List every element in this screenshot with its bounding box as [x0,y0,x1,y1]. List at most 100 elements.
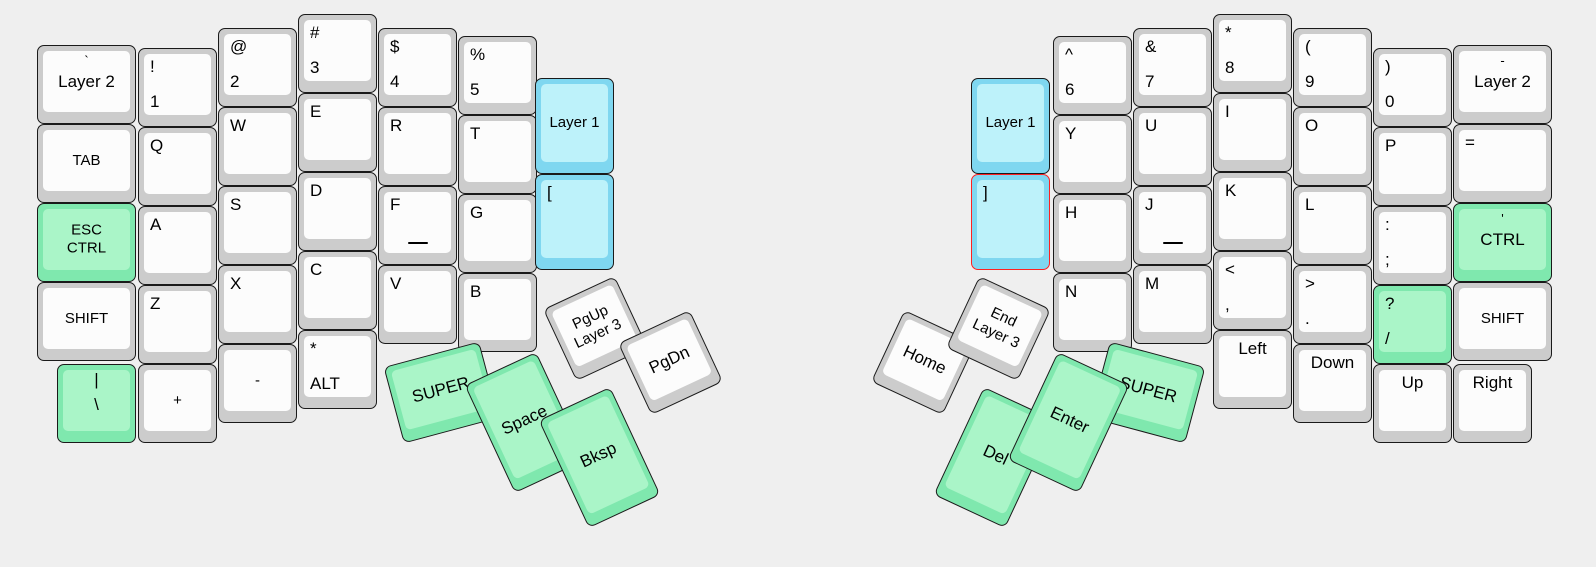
key-legend-primary: 7 [1145,72,1155,92]
key-legend-secondary: < [1225,260,1235,279]
key-legend-primary: C [310,260,323,279]
key-r-c5-r4[interactable]: M [1133,265,1212,344]
key-legend-primary: L [1305,195,1315,214]
key-r-c5-r2[interactable]: U [1133,107,1212,186]
key-r-c1-r2[interactable]: = [1453,124,1552,203]
key-r-c4-r3[interactable]: K [1213,172,1292,251]
key-r-c3-r3[interactable]: L [1293,186,1372,265]
key-legend-primary: ; [1385,250,1390,270]
key-l-c4-r4[interactable]: C [298,251,377,330]
key-l-c6-r3[interactable]: G [458,194,537,273]
key-r-c4-r4[interactable]: <, [1213,251,1292,330]
key-legend-primary: D [310,181,323,200]
keycap-l-c3-r2: W [224,113,291,174]
keycap-r-t-enter: Enter [1018,359,1122,480]
keycap-r-c1-r4: SHIFT [1459,288,1546,349]
keycap-l-c2-r4: Z [144,291,211,352]
key-l-c6-r1[interactable]: %5 [458,36,537,115]
homing-bar-icon [1162,242,1183,244]
keycap-r-c3-r4: >. [1299,271,1366,332]
key-r-c1-r1[interactable]: -Layer 2 [1453,45,1552,124]
key-l-c4-r1[interactable]: #3 [298,14,377,93]
key-l-c3-r4[interactable]: X [218,265,297,344]
key-r-c4-r5[interactable]: Left [1213,330,1292,409]
key-l-c1-r5[interactable]: |\ [57,364,136,443]
keycap-r-c6-r2: Y [1059,121,1126,182]
key-r-c1-r5[interactable]: Right [1453,364,1532,443]
key-l-c4-r3[interactable]: D [298,172,377,251]
key-l-c1-r4[interactable]: SHIFT [37,282,136,361]
key-r-c1-r4[interactable]: SHIFT [1453,282,1552,361]
key-l-c2-r1[interactable]: !1 [138,48,217,127]
key-r-c2-r4[interactable]: ?/ [1373,285,1452,364]
key-legend-secondary: $ [390,37,400,56]
key-legend-primary: Y [1065,124,1077,143]
key-l-c5-r4[interactable]: V [378,265,457,344]
key-l-c5-r1[interactable]: $4 [378,28,457,107]
key-legend-secondary: * [310,339,317,358]
key-r-c6-r2[interactable]: Y [1053,115,1132,194]
key-r-c7-r2[interactable]: ] [971,174,1050,270]
key-l-c3-r3[interactable]: S [218,186,297,265]
key-r-c2-r1[interactable]: )0 [1373,48,1452,127]
key-l-c1-r1[interactable]: `Layer 2 [37,45,136,124]
keycap-l-c1-r4: SHIFT [43,288,130,349]
key-legend-primary: + [173,391,182,409]
key-l-c6-r2[interactable]: T [458,115,537,194]
key-legend-secondary: # [310,23,320,42]
key-l-c4-r5[interactable]: *ALT [298,330,377,409]
keycap-l-c7-r1: Layer 1 [541,84,608,162]
key-l-c2-r5[interactable]: + [138,364,217,443]
key-l-c2-r2[interactable]: Q [138,127,217,206]
key-r-c6-r3[interactable]: H [1053,194,1132,273]
key-r-c5-r1[interactable]: &7 [1133,28,1212,107]
key-r-c1-r3[interactable]: 'CTRL [1453,203,1552,282]
key-l-c6-r4[interactable]: B [458,273,537,352]
key-r-c2-r3[interactable]: :; [1373,206,1452,285]
key-r-c3-r5[interactable]: Down [1293,344,1372,423]
keycap-r-c4-r1: *8 [1219,20,1286,81]
key-l-c1-r2[interactable]: TAB [37,124,136,203]
homing-bar-icon [407,242,428,244]
key-r-c7-r1[interactable]: Layer 1 [971,78,1050,174]
key-r-c3-r4[interactable]: >. [1293,265,1372,344]
key-legend-primary: G [470,203,484,222]
key-l-c1-r3[interactable]: ESC CTRL [37,203,136,282]
keycap-r-c3-r1: (9 [1299,34,1366,95]
key-legend-primary: 5 [470,80,480,100]
key-legend-secondary: & [1145,37,1157,56]
keycap-r-c7-r2: ] [977,180,1044,258]
key-legend-primary: [ [547,183,552,202]
keycap-r-c4-r3: K [1219,178,1286,239]
key-r-c2-r2[interactable]: P [1373,127,1452,206]
keycap-l-c4-r4: C [304,257,371,318]
key-l-c7-r1[interactable]: Layer 1 [535,78,614,174]
key-l-c5-r2[interactable]: R [378,107,457,186]
key-r-c6-r4[interactable]: N [1053,273,1132,352]
key-l-c7-r2[interactable]: [ [535,174,614,270]
key-r-c4-r1[interactable]: *8 [1213,14,1292,93]
key-r-c3-r1[interactable]: (9 [1293,28,1372,107]
key-r-c5-r3[interactable]: J [1133,186,1212,265]
key-l-c4-r2[interactable]: E [298,93,377,172]
key-legend-primary: 2 [230,72,240,92]
key-legend-primary: CTRL [1480,229,1525,249]
keycap-l-c7-r2: [ [541,180,608,258]
key-l-c3-r2[interactable]: W [218,107,297,186]
key-legend-primary: / [1385,329,1390,349]
key-l-c3-r5[interactable]: - [218,344,297,423]
key-r-c2-r5[interactable]: Up [1373,364,1452,443]
key-l-c2-r4[interactable]: Z [138,285,217,364]
key-l-c5-r3[interactable]: F [378,186,457,265]
key-legend-primary: T [470,124,481,143]
key-l-c3-r1[interactable]: @2 [218,28,297,107]
key-legend-primary: F [390,195,401,214]
key-l-c2-r3[interactable]: A [138,206,217,285]
key-legend-secondary: @ [230,37,248,56]
key-legend-secondary: ? [1385,294,1395,313]
key-r-c3-r2[interactable]: O [1293,107,1372,186]
key-r-c4-r2[interactable]: I [1213,93,1292,172]
keycap-l-c4-r2: E [304,99,371,160]
key-r-c6-r1[interactable]: ^6 [1053,36,1132,115]
